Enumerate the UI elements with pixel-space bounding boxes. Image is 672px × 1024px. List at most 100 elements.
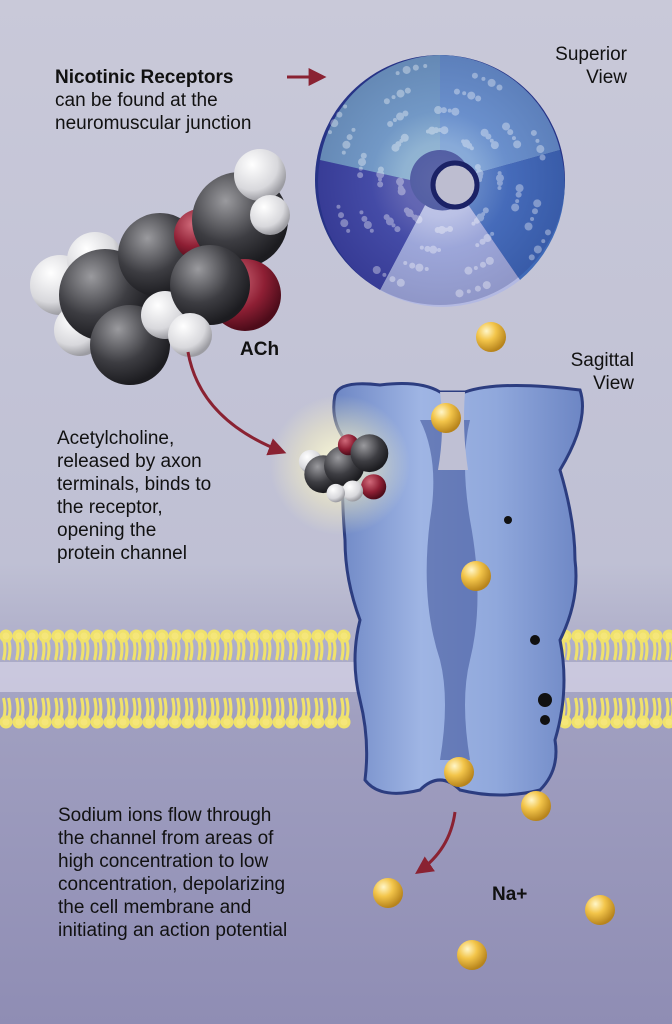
- ach-desc-line: released by axon: [57, 450, 211, 473]
- lipid-tail: [269, 640, 271, 660]
- lipid-tail: [316, 640, 318, 660]
- lipid-tail: [230, 698, 232, 718]
- surface-bump: [490, 139, 494, 143]
- lipid-tail: [69, 640, 71, 660]
- lipid-head: [274, 717, 284, 727]
- lipid-tail: [277, 698, 279, 718]
- lipid-tail: [173, 640, 175, 660]
- surface-bump: [511, 203, 519, 211]
- lipid-tail: [147, 640, 149, 660]
- lipid-tail: [95, 640, 97, 660]
- lipid-tail: [659, 698, 661, 718]
- surface-bump: [536, 145, 544, 153]
- surface-bump: [330, 119, 338, 127]
- surface-bump: [370, 229, 374, 233]
- lipid-head: [1, 631, 11, 641]
- sodium-desc-line: concentration, depolarizing: [58, 873, 287, 896]
- lipid-tail: [316, 698, 318, 718]
- lipid-head: [222, 631, 232, 641]
- lipid-tail: [251, 640, 253, 660]
- lipid-tail: [347, 698, 349, 718]
- lipid-tail: [633, 640, 635, 660]
- sodium-desc-line: the channel from areas of: [58, 827, 287, 850]
- lipid-tail: [61, 640, 63, 660]
- sagittal-line-1: Sagittal: [550, 349, 634, 372]
- lipid-head: [118, 717, 128, 727]
- surface-bump: [474, 266, 478, 270]
- surface-bump: [403, 66, 411, 74]
- lipid-head: [326, 717, 336, 727]
- nicotinic-receptors-label: Nicotinic Receptors can be found at the …: [55, 66, 251, 135]
- lipid-tail: [4, 698, 6, 718]
- lipid-tail: [646, 640, 648, 660]
- surface-bump: [496, 84, 502, 90]
- surface-bump: [516, 192, 522, 198]
- lipid-tail: [199, 640, 201, 660]
- sodium-desc-line: high concentration to low: [58, 850, 287, 873]
- surface-bump: [513, 140, 521, 148]
- surface-bump: [384, 98, 390, 104]
- lipid-tail: [308, 698, 310, 718]
- sodium-desc-line: the cell membrane and: [58, 896, 287, 919]
- surface-bump: [481, 129, 489, 137]
- lipid-head: [27, 717, 37, 727]
- lipid-head: [40, 717, 50, 727]
- lipid-head: [573, 631, 583, 641]
- surface-bump: [429, 246, 437, 254]
- lipid-tail: [295, 698, 297, 718]
- sodium-desc-line: initiating an action potential: [58, 919, 287, 942]
- surface-bump: [481, 77, 485, 81]
- lipid-head: [300, 717, 310, 727]
- lipid-tail: [4, 640, 6, 660]
- lipid-head: [586, 631, 596, 641]
- lipid-head: [131, 631, 141, 641]
- lipid-head: [235, 631, 245, 641]
- surface-bump: [533, 199, 541, 207]
- surface-bump: [507, 129, 513, 135]
- surface-bump: [387, 121, 393, 127]
- cell-membrane: [0, 631, 672, 727]
- lipid-head: [209, 631, 219, 641]
- lipid-tail: [654, 640, 656, 660]
- surface-bump: [467, 289, 471, 293]
- lipid-tail: [82, 698, 84, 718]
- surface-bump: [389, 276, 395, 282]
- ach-desc-line: opening the: [57, 519, 211, 542]
- sodium-desc-line: Sodium ions flow through: [58, 804, 287, 827]
- surface-bump: [425, 267, 429, 271]
- lipid-tail: [186, 640, 188, 660]
- surface-bump: [545, 229, 551, 235]
- surface-bump: [351, 128, 355, 132]
- lipid-head: [92, 717, 102, 727]
- lipid-tail: [225, 640, 227, 660]
- surface-bump: [475, 164, 481, 170]
- surface-bump: [454, 89, 460, 95]
- nicotinic-line-1: can be found at the: [55, 89, 251, 112]
- lipid-tail: [9, 640, 11, 660]
- surface-bump: [532, 208, 538, 214]
- lipid-tail: [238, 698, 240, 718]
- surface-bump: [342, 151, 346, 155]
- lipid-tail: [243, 640, 245, 660]
- lipid-head: [53, 717, 63, 727]
- ach-label: ACh: [240, 338, 279, 361]
- ach-desc-line: Acetylcholine,: [57, 427, 211, 450]
- lipid-tail: [269, 698, 271, 718]
- lipid-tail: [82, 640, 84, 660]
- surface-bump: [490, 232, 494, 236]
- lipid-tail: [615, 640, 617, 660]
- lipid-tail: [165, 698, 167, 718]
- lipid-tail: [30, 698, 32, 718]
- lipid-head: [66, 717, 76, 727]
- sodium-ion: [373, 878, 403, 908]
- sodium-ion: [431, 403, 461, 433]
- ach-desc-line: terminals, binds to: [57, 473, 211, 496]
- surface-bump: [343, 105, 347, 109]
- lipid-tail: [602, 640, 604, 660]
- lipid-head: [339, 631, 349, 641]
- sodium-ion: [444, 757, 474, 787]
- lipid-head: [53, 631, 63, 641]
- na-label: Na+: [492, 883, 527, 906]
- lipid-tail: [256, 640, 258, 660]
